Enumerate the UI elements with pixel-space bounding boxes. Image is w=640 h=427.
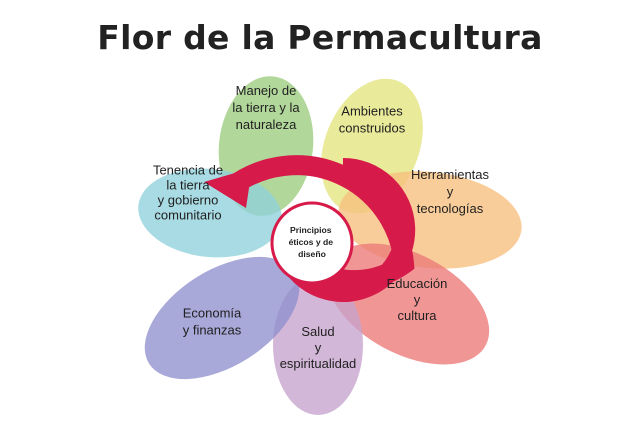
petal-label-line: y finanzas (183, 323, 242, 338)
petal-label-line: Educación (387, 276, 448, 291)
petal-label-line: espiritualidad (280, 356, 357, 371)
petal-label-line: la tierra y la (232, 100, 300, 115)
petal-label-line: Salud (301, 324, 334, 339)
center-label-line: Principios (290, 225, 332, 235)
petal-label-line: y (414, 292, 421, 307)
petal-economia (144, 256, 300, 380)
petal-label-economia: Economía y finanzas (183, 306, 242, 338)
petal-label-line: tecnologías (417, 201, 484, 216)
petal-salud (273, 275, 363, 415)
petal-label-line: construidos (339, 121, 406, 136)
petal-label-line: y gobierno (158, 193, 219, 208)
spiral-arrow-head (204, 168, 252, 208)
petal-label-herramientas: Herramientas y tecnologías (411, 167, 490, 216)
petal-label-ambientes: Ambientes construidos (339, 104, 406, 136)
center-label: Principios éticos y de diseño (289, 225, 336, 259)
petal-label-line: Ambientes (341, 104, 403, 119)
petal-label-line: Economía (183, 306, 242, 321)
petal-label-line: comunitario (154, 208, 221, 223)
petal-label-line: la tierra (166, 178, 210, 193)
petal-label-line: naturaleza (236, 117, 297, 132)
petal-label-line: Tenencia de (153, 163, 223, 178)
center-label-line: diseño (298, 249, 326, 259)
petal-label-line: cultura (397, 308, 437, 323)
petal-label-line: Manejo de (236, 83, 297, 98)
petal-label-line: Herramientas (411, 167, 490, 182)
page-title: Flor de la Permacultura (97, 18, 543, 57)
petal-label-line: y (447, 184, 454, 199)
center-circle-shape (270, 201, 354, 285)
petal-labels: Manejo de la tierra y la naturaleza Ambient… (153, 83, 490, 371)
center-label-line: éticos y de (289, 237, 334, 247)
petal-label-line: y (315, 340, 322, 355)
center-circle: Principios éticos y de diseño (270, 201, 354, 285)
petal-label-tierra: Manejo de la tierra y la naturaleza (232, 83, 300, 132)
